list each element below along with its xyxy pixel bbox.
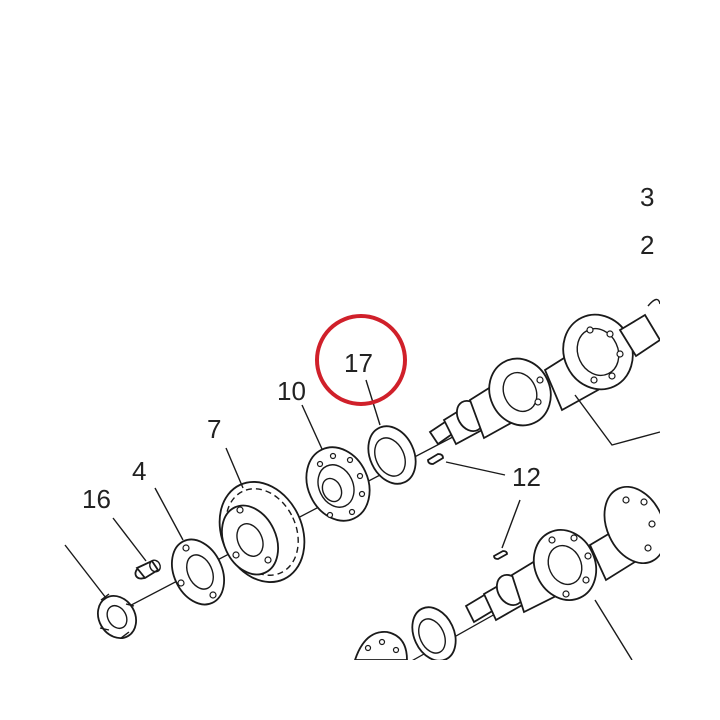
callout-10: 10	[277, 376, 306, 406]
upper-camshaft[interactable]	[428, 298, 662, 446]
leader-12-upper	[445, 461, 506, 476]
lower-camshaft[interactable]	[464, 477, 677, 661]
part-nut[interactable]	[90, 589, 143, 645]
leader-10	[301, 404, 323, 450]
lower-hub-disc[interactable]	[353, 631, 408, 661]
part-bolt[interactable]	[133, 558, 162, 581]
part-seal-ring[interactable]	[359, 419, 424, 492]
callout-2-partial: 2	[640, 230, 654, 260]
callout-7: 7	[207, 414, 221, 444]
part-key-lower[interactable]	[493, 550, 508, 560]
leader-16	[112, 517, 147, 562]
leader-4	[154, 487, 184, 541]
highlight-circle	[315, 314, 407, 406]
lower-seal-ring[interactable]	[404, 600, 464, 668]
part-flange-plate[interactable]	[162, 531, 234, 613]
callout-3-partial: 3	[640, 182, 654, 212]
part-sprocket[interactable]	[204, 468, 320, 596]
leader-12-lower	[501, 499, 521, 549]
crop-mask-right	[660, 0, 720, 720]
part-hub-disc[interactable]	[295, 437, 381, 531]
part-key-upper[interactable]	[427, 453, 444, 465]
callout-17: 17	[344, 348, 373, 378]
leader-nut	[64, 544, 107, 599]
crop-mask-bottom	[0, 660, 720, 720]
callout-4: 4	[132, 456, 146, 486]
leader-7	[225, 447, 244, 489]
callout-16: 16	[82, 484, 111, 514]
callout-12: 12	[512, 462, 541, 492]
